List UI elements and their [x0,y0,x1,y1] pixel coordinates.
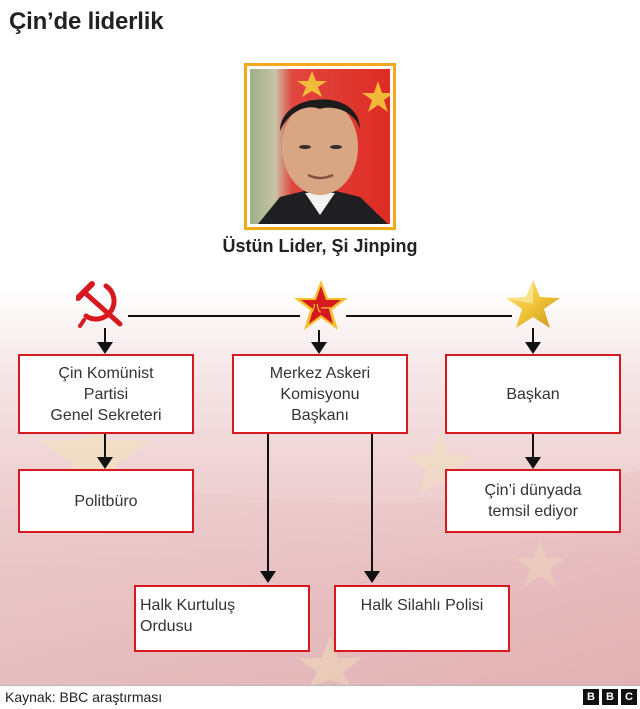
military-line-2: Komisyonu [280,385,360,403]
arrow-military-head [311,342,327,354]
gold-star-icon [504,280,562,330]
connector-party-military [128,315,300,317]
represents-line-2: temsil ediyor [488,503,578,520]
page-title: Çin’de liderlik [9,8,164,35]
hammer-and-sickle-icon [75,280,130,330]
svg-text:八一: 八一 [310,303,331,315]
arrow-politburo-shaft [104,434,106,458]
pla-line-1: Halk Kurtuluş [140,597,236,614]
arrow-represent-shaft [532,434,534,458]
leader-label: Üstün Lider, Şi Jinping [222,236,418,256]
president-label: Başkan [506,385,560,403]
represents-line-1: Çin’i dünyada [484,482,582,499]
footer-divider [0,685,640,686]
arrow-pap-shaft [371,434,373,572]
arrow-pla-head [260,571,276,583]
bbc-logo-letter: B [602,689,618,705]
arrow-pla-shaft [267,434,269,572]
armed-police-label: Halk Silahlı Polisi [360,597,484,614]
pla-star-icon: 八一 [292,280,350,332]
party-line-3: Genel Sekreteri [50,406,162,424]
represents-china-box: Çin’i dünyada temsil ediyor [445,469,621,533]
politburo-label: Politbüro [74,492,138,510]
armed-police-box: Halk Silahlı Polisi [334,585,510,652]
leader-portrait [250,69,390,224]
bbc-logo-letter: C [621,689,637,705]
bbc-logo-letter: B [583,689,599,705]
arrow-party-shaft [104,328,106,344]
arrow-pap-head [364,571,380,583]
source-note: Kaynak: BBC araştırması [5,689,163,705]
politburo-box: Politbüro [18,469,194,533]
pla-line-2: Ordusu [140,618,193,635]
connector-military-state [346,315,512,317]
leader-portrait-frame [244,63,396,230]
arrow-represent-head [525,457,541,469]
party-line-2: Partisi [83,385,129,403]
military-line-1: Merkez Askeri [269,364,371,382]
party-secretary-box: Çin Komünist Partisi Genel Sekreteri [18,354,194,434]
arrow-politburo-head [97,457,113,469]
military-line-3: Başkanı [291,406,349,424]
portrait-illustration [258,71,390,224]
party-line-1: Çin Komünist [58,364,154,382]
arrow-military-shaft [318,330,320,344]
arrow-state-shaft [532,328,534,344]
military-commission-box: Merkez Askeri Komisyonu Başkanı [232,354,408,434]
arrow-state-head [525,342,541,354]
arrow-party-head [97,342,113,354]
pla-box: Halk Kurtuluş Ordusu [134,585,310,652]
bbc-logo: B B C [583,689,637,705]
president-box: Başkan [445,354,621,434]
